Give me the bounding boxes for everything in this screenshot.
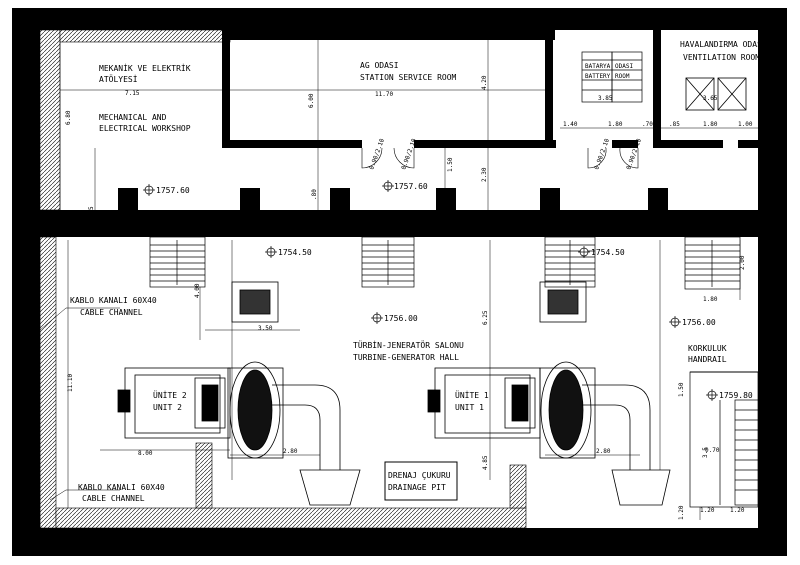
dim-4-85: 4.85: [482, 455, 489, 470]
dim-6-00: 6.00: [308, 93, 315, 108]
hall-label-en: TURBINE-GENERATOR HALL: [353, 353, 459, 362]
workshop-label-en-1: MECHANICAL AND: [99, 113, 167, 122]
dim-1-80-c: 1.80: [703, 296, 718, 303]
dim-7-15: 7.15: [125, 90, 140, 97]
dim-5: 5: [88, 206, 95, 210]
workshop-label-tr-2: ATÖLYESİ: [99, 74, 138, 84]
elevation-unit-1-pit: 1754.50: [591, 248, 625, 257]
dim-1-20-b: 1.20: [730, 507, 745, 514]
cable-channel-hatch: [39, 29, 527, 529]
drain-label-en: DRAINAGE PIT: [388, 483, 446, 492]
cable-channel-bottom-tr: KABLO KANALI 60X40: [78, 483, 165, 492]
dim-4-20: 4.20: [481, 75, 488, 90]
battery-label-3: ODASI: [615, 63, 633, 70]
elevation-upper-mid: 1757.60: [394, 182, 428, 191]
ag-room-label-en: STATION SERVICE ROOM: [360, 73, 457, 82]
dim-1-20-a: 1.20: [700, 507, 715, 514]
door-label-3: 0.90/2.10: [593, 137, 611, 170]
dim-0-80: .80: [311, 189, 318, 200]
cable-channel-top-tr: KABLO KANALI 60X40: [70, 296, 157, 305]
stairs-right: [684, 236, 741, 290]
dim-1-50: 1.50: [447, 157, 454, 172]
dim-11-70: 11.70: [375, 91, 393, 98]
stairs-left: [149, 236, 206, 288]
battery-label-4: ROOM: [615, 73, 630, 80]
dim-2-80-b: 2.80: [596, 448, 611, 455]
door-label-1: 0.90/2.10: [368, 137, 386, 170]
dim-2-80-a: 2.80: [283, 448, 298, 455]
dim-2-30: 2.30: [481, 167, 488, 182]
outer-walls: [12, 8, 787, 556]
leader-lines: [39, 307, 120, 501]
hall-label-tr: TÜRBİN-JENERATÖR SALONU: [353, 340, 464, 350]
drain-label-tr: DRENAJ ÇUKURU: [388, 471, 451, 480]
dim-1-80-b: 1.80: [703, 121, 718, 128]
dim-1-80-a: 1.80: [608, 121, 623, 128]
dimension-lines: [39, 40, 758, 528]
handrail-label-en: HANDRAIL: [688, 355, 727, 364]
cable-channel-top-en: CABLE CHANNEL: [80, 308, 143, 317]
doors: [361, 147, 639, 169]
elevation-upper-left: 1757.60: [156, 186, 190, 195]
dim-2-00: 2.00: [739, 255, 746, 270]
elevation-unit-2-pit: 1754.50: [278, 248, 312, 257]
stairs-center-right: [544, 236, 596, 288]
dim-4-00: 4.00: [194, 283, 201, 298]
room-labels: MEKANİK VE ELEKTRİK ATÖLYESİ MECHANICAL …: [70, 40, 767, 503]
dim-1-20-c: 1.20: [678, 505, 685, 520]
upper-partitions: [118, 30, 758, 210]
battery-room-boxes: [581, 51, 643, 103]
dim-11-10: 11.10: [67, 374, 74, 392]
unit-1-equipment: [427, 281, 671, 506]
dim-8-00: 8.00: [138, 450, 153, 457]
unit-2-label-en: UNIT 2: [153, 403, 182, 412]
drainage-pit: [384, 461, 458, 501]
dimension-labels: 7.15 11.70 3.65 3.85 1.40 1.80 .70 .85 1…: [65, 75, 753, 520]
unit-1-label-tr: ÜNİTE 1: [455, 390, 489, 400]
dim-6-25: 6.25: [482, 310, 489, 325]
ag-room-label-tr: AG ODASI: [360, 61, 399, 70]
vent-room-label-en: VENTILATION ROOM: [683, 53, 760, 62]
elevation-hall: 1756.00: [384, 314, 418, 323]
unit-1-label-en: UNIT 1: [455, 403, 484, 412]
workshop-label-en-2: ELECTRICAL WORKSHOP: [99, 124, 191, 133]
elevation-markers: [143, 180, 718, 401]
handrail-label-tr: KORKULUK: [688, 344, 727, 353]
dim-6-80: 6.80: [65, 110, 72, 125]
stairs-bottom-right: [689, 371, 759, 508]
stairs-middle: [361, 236, 415, 288]
workshop-label-tr-1: MEKANİK VE ELEKTRİK: [99, 63, 191, 73]
dim-1-00: 1.00: [738, 121, 753, 128]
elevation-handrail: 1759.80: [719, 391, 753, 400]
dim-3-50: 3.50: [258, 325, 273, 332]
dim-3-65: 3.65: [703, 95, 718, 102]
dim-0-70-b: 0.70: [705, 447, 720, 454]
dim-0-70: .70: [642, 121, 653, 128]
dim-0-85: .85: [669, 121, 680, 128]
battery-label-1: BATARYA: [585, 63, 611, 70]
dim-1-40: 1.40: [563, 121, 578, 128]
dim-3-85: 3.85: [598, 95, 613, 102]
vent-room-label-tr: HAVALANDIRMA ODASI: [680, 40, 767, 49]
elevation-labels: 1757.60 1757.60 1754.50 1754.50 1756.00 …: [156, 182, 753, 400]
unit-2-label-tr: ÜNİTE 2: [153, 390, 187, 400]
ventilation-units: [685, 77, 747, 111]
cable-channel-bottom-en: CABLE CHANNEL: [82, 494, 145, 503]
dim-3-5: 3.5: [702, 447, 709, 458]
dim-1-50-b: 1.50: [678, 382, 685, 397]
unit-2-equipment: [117, 281, 361, 506]
elevation-hall-right: 1756.00: [682, 318, 716, 327]
battery-label-2: BATTERY: [585, 73, 611, 80]
door-label-2: 0.90/2.10: [400, 137, 418, 170]
